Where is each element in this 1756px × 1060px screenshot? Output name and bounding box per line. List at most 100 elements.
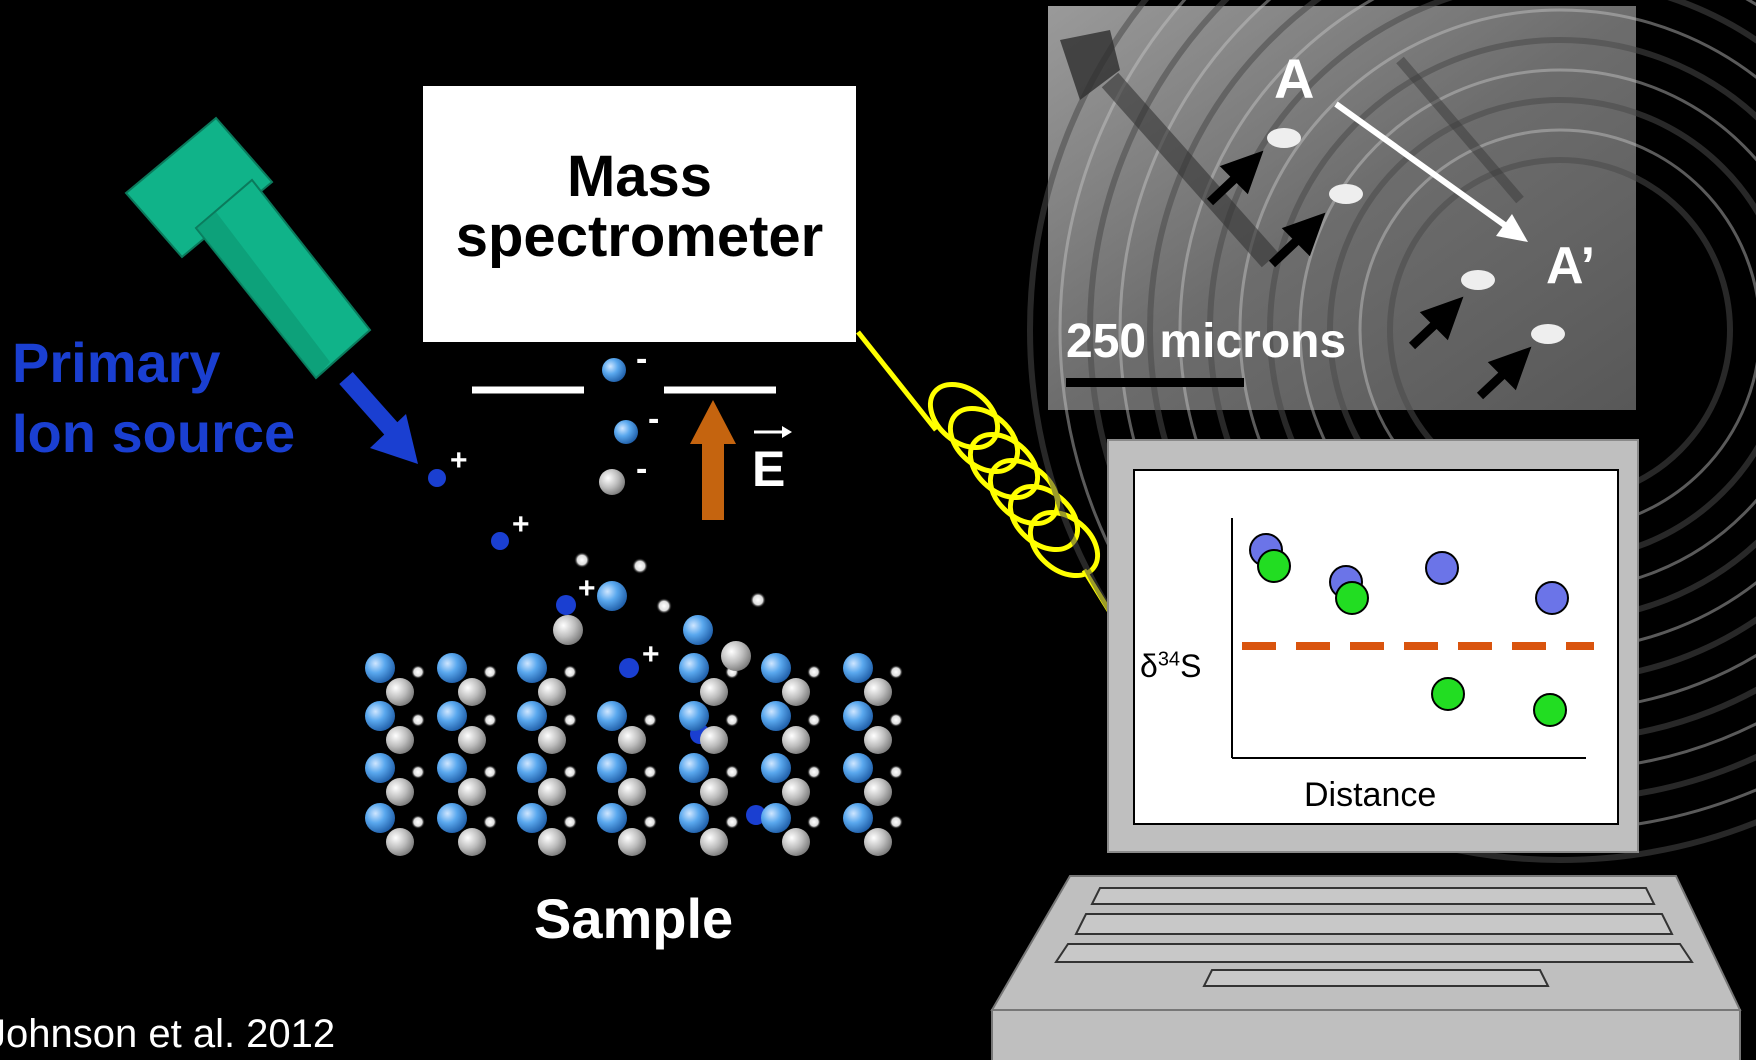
ejected-atom-blue [683, 615, 713, 645]
data-point-blue [1535, 581, 1569, 615]
data-cable [856, 330, 1113, 614]
lattice-atom-gray [700, 726, 728, 754]
lattice-sparkle [889, 765, 903, 779]
lattice-atom-gray [386, 828, 414, 856]
data-point-green [1533, 693, 1567, 727]
y-axis-label: δ34S [1140, 648, 1201, 685]
lattice-atom-blue [843, 803, 873, 833]
lattice-atom-gray [538, 678, 566, 706]
data-point-green [1257, 549, 1291, 583]
micrograph [1027, 0, 1756, 863]
lattice-atom-gray [538, 726, 566, 754]
primary-ion-source-label: Primary Ion source [12, 328, 295, 468]
lattice-atom-blue [517, 803, 547, 833]
lattice-atom-blue [843, 701, 873, 731]
ejected-atom-gray [553, 615, 583, 645]
primary-ion [491, 532, 509, 550]
lattice-sparkle [483, 765, 497, 779]
lattice-atom-blue [517, 753, 547, 783]
ylabel-delta: δ [1140, 648, 1158, 684]
charge-sign: - [636, 450, 648, 488]
lattice-sparkle [483, 713, 497, 727]
mass-spectrometer-line2: spectrometer [455, 204, 824, 269]
ejected-atom-gray [721, 641, 751, 671]
transect-arrow [1334, 101, 1522, 239]
lattice-atom-blue [517, 701, 547, 731]
lattice-atom-gray [458, 828, 486, 856]
lattice-atom-blue [679, 803, 709, 833]
charge-sign: - [648, 400, 660, 438]
lattice-atom-blue [517, 653, 547, 683]
lattice-sparkle [411, 713, 425, 727]
primary-ion [428, 469, 446, 487]
point-a-label: A [1274, 47, 1315, 110]
primary-beam-arrow [339, 372, 418, 464]
ejected-sparkle [574, 552, 590, 568]
lattice-atom-blue [761, 753, 791, 783]
lattice-atom-gray [864, 678, 892, 706]
lattice-atom-blue [437, 753, 467, 783]
lattice-atom-blue [365, 803, 395, 833]
lattice-atom-blue [679, 753, 709, 783]
lattice-atom-gray [700, 828, 728, 856]
lattice-atom-blue [365, 653, 395, 683]
electric-field-label: E [752, 441, 786, 497]
charge-sign: + [642, 638, 660, 671]
lattice-sparkle [563, 815, 577, 829]
lattice-atom-gray [618, 828, 646, 856]
lattice-sparkle [725, 713, 739, 727]
lattice-atom-blue [761, 653, 791, 683]
lattice-atom-blue [843, 753, 873, 783]
lattice-atom-gray [700, 678, 728, 706]
ylabel-element: S [1180, 648, 1202, 684]
lattice-sparkle [889, 713, 903, 727]
laptop-base [991, 1009, 1741, 1060]
lattice-atom-gray [538, 778, 566, 806]
x-axis-label: Distance [1304, 776, 1437, 814]
lattice-atom-blue [437, 803, 467, 833]
mass-spectrometer-box: Mass spectrometer [423, 86, 856, 342]
laptop-trackpad [1202, 969, 1550, 987]
lattice-atom-gray [458, 678, 486, 706]
lattice-atom-blue [437, 653, 467, 683]
lattice-atom-blue [761, 803, 791, 833]
lattice-atom-blue [761, 701, 791, 731]
ejected-atom-blue [597, 581, 627, 611]
mass-spectrometer-line1: Mass [566, 144, 713, 209]
lattice-atom-gray [618, 778, 646, 806]
lattice-atom-gray [864, 828, 892, 856]
lattice-atom-gray [386, 726, 414, 754]
lattice-sparkle [807, 665, 821, 679]
lattice-sparkle [483, 815, 497, 829]
point-a-prime-label: A’ [1546, 237, 1596, 295]
analysis-spot [1267, 128, 1301, 148]
lattice-atom-blue [679, 653, 709, 683]
lattice-atom-gray [782, 828, 810, 856]
lattice-sparkle [889, 815, 903, 829]
lattice-sparkle [563, 765, 577, 779]
lattice-sparkle [563, 713, 577, 727]
lattice-sparkle [889, 665, 903, 679]
analysis-spot [1461, 270, 1495, 290]
primary-ion-gun [124, 116, 372, 380]
lattice-atom-blue [437, 701, 467, 731]
lattice-atom-blue [597, 803, 627, 833]
charge-sign: + [450, 444, 468, 477]
charge-sign: + [512, 508, 530, 541]
lattice-sparkle [411, 815, 425, 829]
lattice-atom-gray [782, 678, 810, 706]
charge-sign: + [578, 572, 596, 605]
scale-bar-label: 250 microns [1066, 315, 1347, 368]
primary-ion [556, 595, 576, 615]
lattice-atom-gray [700, 778, 728, 806]
lattice-sparkle [725, 815, 739, 829]
field-arrow [690, 400, 792, 520]
primary-label-line1: Primary [12, 331, 221, 394]
primary-ion [746, 805, 766, 825]
analysis-spot [1329, 184, 1363, 204]
lattice-sparkle [725, 765, 739, 779]
negative-ion [614, 420, 638, 444]
lattice-atom-gray [782, 726, 810, 754]
primary-label-line2: Ion source [12, 401, 296, 464]
